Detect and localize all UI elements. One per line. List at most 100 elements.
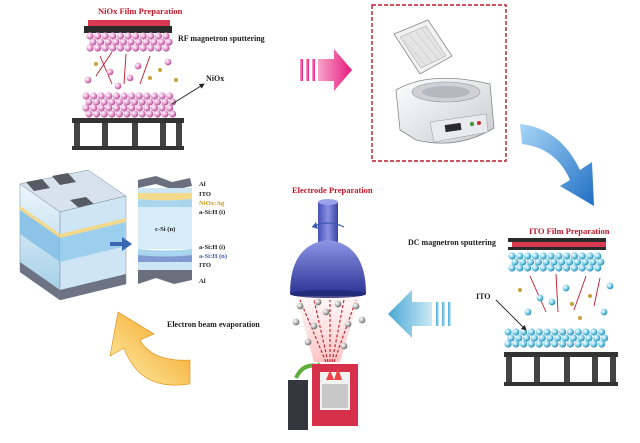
ito-target-sphere (542, 258, 550, 266)
nio-target-sphere (162, 44, 170, 52)
nio-film-sphere (115, 110, 123, 118)
nio-target-sphere (150, 38, 158, 46)
evaporation-ray (333, 299, 357, 363)
blue-curved-arrow (520, 124, 594, 206)
nio-film-sphere (120, 104, 128, 112)
nio-sputter-ray (123, 53, 127, 85)
evaporation-particle (344, 320, 352, 328)
evaporation-particle (314, 298, 322, 306)
layer-label-al-bottom: Al (199, 278, 206, 285)
nio-particle (114, 82, 122, 90)
ito-sputter-chamber (495, 238, 618, 386)
nio-film-sphere (123, 98, 131, 106)
evaporation-particle (292, 318, 300, 326)
nio-target-sphere (154, 32, 162, 40)
dc-sputtering-label: DC magnetron sputtering (408, 238, 496, 247)
ito-target-sphere (516, 252, 524, 260)
light-blue-arrow (388, 290, 451, 338)
small-blue-arrow (110, 237, 132, 251)
ito-target-sphere (589, 258, 597, 266)
ito-sputter-ray (593, 277, 601, 307)
nio-target-sphere (154, 44, 162, 52)
layer-label-csi: c-Si (n) (155, 226, 176, 233)
ito-film-sphere (601, 334, 609, 342)
nio-film-sphere (115, 98, 123, 106)
ito-film-sphere (554, 334, 562, 342)
nio-target-sphere (132, 44, 140, 52)
ito-particle (600, 308, 608, 316)
magenta-arrow (300, 49, 352, 91)
nio-film-sphere (161, 110, 169, 118)
ito-film-sphere (530, 334, 539, 342)
evaporation-particle (296, 302, 304, 310)
ito-film-sphere (523, 334, 531, 342)
nio-film-sphere (97, 104, 105, 112)
nio-film-sphere (100, 98, 108, 106)
ito-sputter-ray (555, 273, 559, 313)
nio-film-sphere (169, 98, 177, 106)
ito-target-sphere (524, 264, 532, 272)
nio-particle (148, 76, 152, 80)
nio-film-sphere (82, 104, 90, 112)
nio-target-sphere (135, 38, 143, 46)
ito-particle (578, 316, 582, 320)
evaporation-ray (331, 299, 345, 363)
nio-target-sphere (139, 32, 147, 40)
nio-sputter-ray (99, 55, 113, 85)
ito-film-sphere (566, 340, 575, 348)
ito-film-title: ITO Film Preparation (529, 226, 610, 236)
nio-target-sphere (101, 32, 109, 40)
nio-target-sphere (86, 32, 94, 40)
nio-target-sphere (147, 32, 155, 40)
ito-film-sphere (582, 328, 590, 336)
nio-particle (94, 62, 98, 66)
ito-film-sphere (582, 340, 590, 348)
ito-target-sphere (555, 252, 563, 260)
ito-target-sphere (534, 258, 543, 266)
nio-target-sphere (94, 32, 102, 40)
evaporation-particle (358, 316, 366, 324)
ito-target-sphere (527, 258, 535, 266)
ito-target-sphere (508, 252, 516, 260)
nio-sputter-ray (95, 51, 113, 77)
ito-target-sphere (550, 258, 558, 266)
nio-target-sphere (97, 38, 105, 46)
nio-target-sphere (119, 38, 127, 46)
ito-target-sphere (586, 264, 594, 272)
ito-particle (588, 294, 592, 298)
nio-film-sphere (146, 110, 154, 118)
nio-film-sphere (128, 104, 136, 112)
ito-film-sphere (546, 334, 554, 342)
nio-particle (174, 78, 178, 82)
nio-target-sphere (132, 32, 140, 40)
ito-target-sphere (558, 258, 566, 266)
ito-film-sphere (538, 334, 546, 342)
nio-film-sphere (153, 110, 161, 118)
ito-target-sphere (531, 264, 540, 272)
ito-target-sphere (519, 258, 527, 266)
ito-label: ITO (476, 292, 491, 301)
ito-film-sphere (559, 340, 567, 348)
nio-film-sphere (138, 110, 146, 118)
evaporation-particle (322, 308, 330, 316)
nio-target-sphere (112, 38, 120, 46)
nio-film-sphere (150, 92, 158, 100)
evaporation-particle (334, 300, 342, 308)
ebeam-label: Electron beam evaporation (167, 320, 260, 329)
ito-film-sphere (512, 340, 520, 348)
electrode-title: Electrode Preparation (292, 185, 373, 195)
nio-target-sphere (127, 38, 135, 46)
ito-target-sphere (570, 264, 579, 272)
nio-target-sphere (139, 44, 147, 52)
layer-label-asi-i-top: a-Si:H (i) (199, 209, 226, 216)
annealing-machine (371, 4, 507, 162)
nio-film-sphere (128, 92, 136, 100)
ito-film-sphere (585, 334, 593, 342)
nio-target-sphere (109, 32, 117, 40)
evaporation-particle (310, 322, 318, 330)
nio-particle (164, 58, 172, 66)
ito-particle (562, 284, 570, 292)
ito-target-sphere (511, 258, 519, 266)
ito-film-sphere (577, 334, 585, 342)
